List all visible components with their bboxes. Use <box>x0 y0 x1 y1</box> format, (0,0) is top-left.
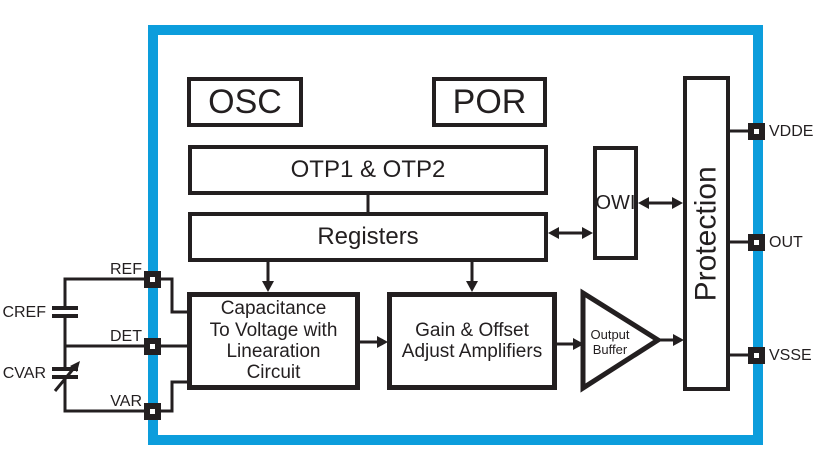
block-c2v-line3: Linearation <box>226 341 321 362</box>
pin-var <box>144 403 161 420</box>
registers-owi-double-arrow <box>548 227 593 239</box>
block-gain: Gain & Offset Adjust Amplifiers <box>387 292 557 390</box>
ref-wire <box>63 277 190 314</box>
pin-out <box>748 234 765 251</box>
cref-label: CREF <box>2 304 46 321</box>
registers-to-c2v-arrow <box>262 262 274 292</box>
gain-to-buffer-arrow <box>557 338 584 350</box>
block-registers: Registers <box>188 212 548 262</box>
block-por: POR <box>432 77 547 127</box>
output-buffer-label: Output Buffer <box>583 327 637 358</box>
block-protection-label: Protection <box>689 165 723 302</box>
block-owi-label: OWI <box>595 191 636 214</box>
block-c2v: Capacitance To Voltage with Linearation … <box>187 292 360 390</box>
block-owi: OWI <box>593 146 638 260</box>
block-gain-line2: Adjust Amplifiers <box>401 341 543 362</box>
pin-label-ref: REF <box>110 261 142 278</box>
block-osc-label: OSC <box>208 82 282 121</box>
cvar-variable-arrow-icon <box>53 361 80 392</box>
pin-label-det: DET <box>110 328 142 345</box>
pin-label-var: VAR <box>110 393 142 410</box>
var-wire <box>63 377 190 413</box>
pin-label-vsse: VSSE <box>769 347 812 364</box>
block-gain-line1: Gain & Offset <box>415 319 529 341</box>
pin-ref <box>144 271 161 288</box>
pin-label-vdde: VDDE <box>769 123 814 140</box>
external-capacitor-network <box>52 277 190 413</box>
pin-vsse <box>748 347 765 364</box>
block-c2v-line1: Capacitance <box>220 298 327 320</box>
pin-det <box>144 338 161 355</box>
block-osc: OSC <box>187 77 303 127</box>
output-buffer-line1: Output <box>590 327 630 342</box>
c2v-to-gain-arrow <box>360 336 388 348</box>
cvar-label: CVAR <box>2 365 46 382</box>
output-buffer-line2: Buffer <box>592 341 628 357</box>
owi-protection-double-arrow <box>638 197 683 209</box>
internal-wires <box>262 129 752 357</box>
pin-vdde <box>748 123 765 140</box>
pin-label-out: OUT <box>769 234 803 251</box>
output-buffer-triangle <box>580 288 663 393</box>
block-c2v-line2: To Voltage with <box>209 319 338 341</box>
block-registers-label: Registers <box>317 222 419 250</box>
block-otp: OTP1 & OTP2 <box>188 145 548 195</box>
block-por-label: POR <box>452 82 527 121</box>
registers-to-gain-arrow <box>466 262 478 292</box>
block-otp-label: OTP1 & OTP2 <box>290 155 446 183</box>
cref-capacitor-icon <box>52 306 78 318</box>
block-protection: Protection <box>683 76 730 391</box>
block-c2v-line4: Circuit <box>246 362 301 384</box>
